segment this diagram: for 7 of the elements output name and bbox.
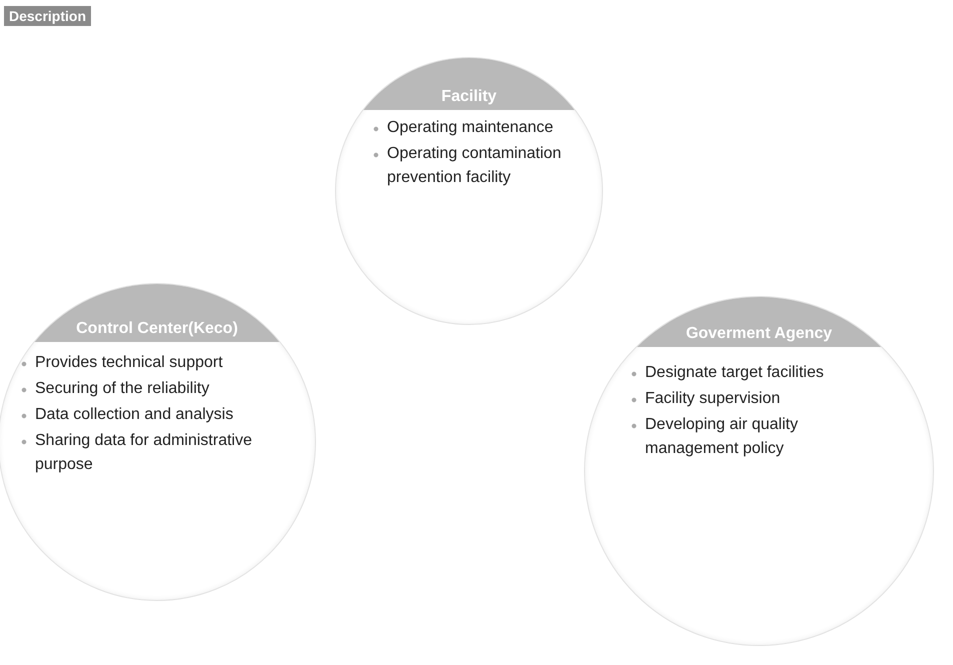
section-label: Description (4, 6, 92, 26)
circle-heading: Control Center(Keco) (76, 320, 238, 339)
circle-node (584, 296, 934, 646)
circle-node (0, 283, 316, 601)
circle-heading: Goverment Agency (686, 325, 832, 344)
circle-node (335, 57, 603, 325)
circle-heading: Facility (441, 88, 497, 107)
